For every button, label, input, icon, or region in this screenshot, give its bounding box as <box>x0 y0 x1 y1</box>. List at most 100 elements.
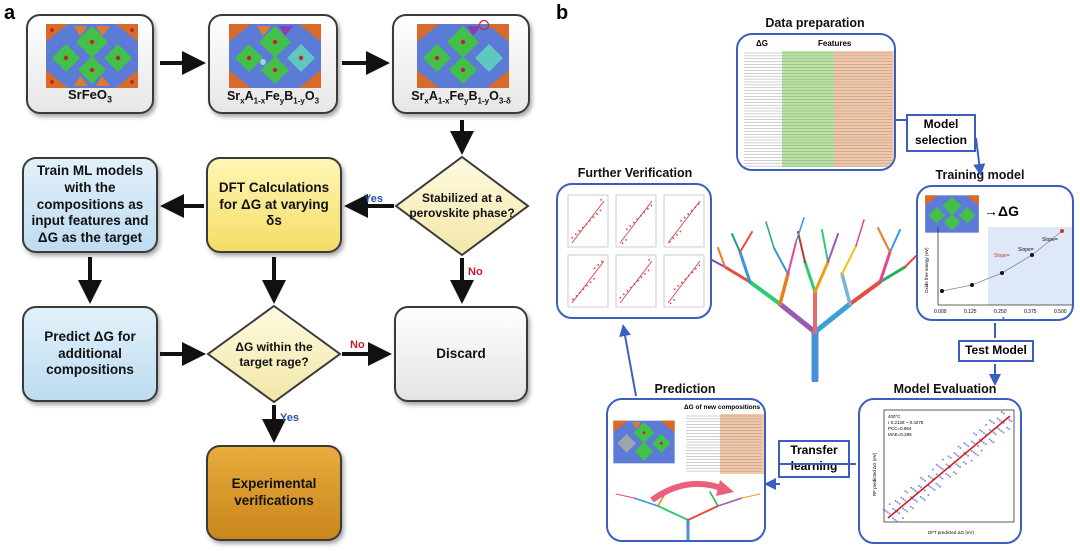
evaluation-point <box>923 489 926 492</box>
evaluation-point <box>972 451 975 454</box>
parity-subplot-line <box>667 260 701 304</box>
srfeo3-box: SrFeO3 <box>26 14 154 114</box>
stabilized-decision-text: Stabilized at a perovskite phase? <box>409 191 515 220</box>
evaluation-point <box>923 498 926 501</box>
parity-subplot-point <box>625 228 628 231</box>
parity-subplot-point <box>626 290 629 292</box>
evaluation-point <box>1008 418 1011 421</box>
prediction-tree-illustration <box>615 480 761 540</box>
decision-tree-illustration <box>711 217 917 382</box>
evaluation-point <box>990 420 993 423</box>
vacancy-perovskite-crystal-icon <box>417 24 509 88</box>
parity-subplot-frame <box>663 254 705 308</box>
evaluation-point <box>970 459 973 462</box>
evaluation-point <box>971 440 974 443</box>
yes-label-within: Yes <box>280 412 299 424</box>
parity-subplot-point <box>578 230 581 232</box>
vacancy-formula-label: SrxA1-xFeyB1-yO3-δ <box>411 88 511 106</box>
parity-subplot-point <box>639 214 642 217</box>
evaluation-point <box>900 496 903 499</box>
parity-subplot-point <box>680 281 683 284</box>
experimental-verifications-text: Experimental verifications <box>231 476 317 508</box>
evaluation-point <box>931 487 934 490</box>
parity-subplot-point <box>673 299 675 301</box>
evaluation-point <box>902 498 905 501</box>
evaluation-point <box>976 454 979 457</box>
evaluation-point <box>905 510 908 513</box>
parity-subplot-point <box>597 264 600 266</box>
prediction-crystal-icon <box>613 420 675 464</box>
evaluation-point <box>939 485 942 488</box>
evaluation-point <box>927 475 930 478</box>
evaluation-point <box>949 475 952 478</box>
evaluation-point <box>955 472 958 475</box>
evaluation-point <box>959 466 962 469</box>
train-ml-models-text: Train ML models with the compositions as… <box>31 162 149 246</box>
parity-subplot-point <box>648 259 651 261</box>
predict-dg-box: Predict ΔG for additional compositions <box>22 306 158 402</box>
evaluation-point <box>965 443 968 446</box>
evaluation-point <box>973 441 976 444</box>
evaluation-point <box>933 489 936 491</box>
evaluation-point <box>953 471 956 474</box>
evaluation-point <box>992 431 995 434</box>
evaluation-point <box>920 476 923 479</box>
no-label-stabilized: No <box>468 266 483 278</box>
experimental-verifications-box: Experimental verifications <box>206 445 342 541</box>
evaluation-point <box>976 444 979 447</box>
parity-subplot-line <box>619 200 653 244</box>
evaluation-point <box>904 489 907 492</box>
tick-3: 0.375 <box>1024 309 1037 315</box>
arrow-prediction-to-further <box>619 324 637 397</box>
evaluation-point <box>973 432 976 435</box>
evaluation-point <box>979 429 982 432</box>
parity-subplot-point <box>625 239 627 241</box>
parity-subplot-point <box>647 269 650 272</box>
parity-subplot-frame <box>567 254 609 308</box>
evaluation-point <box>912 488 915 491</box>
evaluation-point <box>962 461 965 464</box>
evaluation-point <box>992 422 995 425</box>
evaluation-point <box>947 455 950 458</box>
evaluation-point <box>917 484 920 487</box>
evaluation-point <box>959 447 962 450</box>
features-column-header: Features <box>818 39 852 48</box>
substituted-formula-label: SrxA1-xFeyB1-yO3 <box>226 88 320 106</box>
predict-dg-text: Predict ΔG for additional compositions <box>44 328 136 378</box>
prediction-panel: ΔG of new compositions <box>606 398 766 542</box>
evaluation-point <box>884 509 887 512</box>
eval-stat-3: PCC=0.964 <box>888 426 912 431</box>
evaluation-point <box>1000 410 1003 413</box>
evaluation-point <box>919 495 922 498</box>
evaluation-point <box>1000 429 1003 432</box>
parity-subplot-point <box>621 242 624 245</box>
parity-subplot-point <box>582 288 585 290</box>
parity-subplot-point <box>679 230 682 233</box>
parity-subplot-point <box>673 288 676 291</box>
evaluation-point <box>896 520 899 523</box>
slope-label-2: Slope= <box>1018 247 1034 253</box>
evaluation-point <box>949 456 952 459</box>
parity-subplot-point <box>683 216 686 219</box>
tick-4: 0.500 <box>1054 309 1067 315</box>
evaluation-point <box>982 432 985 435</box>
parity-subplot-frame <box>567 194 609 248</box>
evaluation-point <box>919 486 922 489</box>
eval-y-label: RF predicted ΔG (eV) <box>872 452 877 496</box>
evaluation-point <box>927 494 930 497</box>
evaluation-point <box>935 482 938 485</box>
evaluation-point <box>898 502 901 505</box>
parity-subplot-point <box>643 211 646 214</box>
evaluation-point <box>911 507 914 510</box>
substituted-crystal-box: SrxA1-xFeyB1-yO3 <box>208 14 338 114</box>
parity-subplot-point <box>672 237 675 240</box>
parity-subplot-frame <box>615 254 657 308</box>
parity-subplot-point <box>669 240 671 243</box>
evaluation-point <box>967 454 970 457</box>
parity-subplot-point <box>593 267 596 270</box>
parity-subplot-point <box>691 271 694 274</box>
dg-column-header: ΔG <box>756 39 768 48</box>
evaluation-point <box>1010 420 1013 423</box>
srfeo3-label: SrFeO3 <box>67 87 113 105</box>
